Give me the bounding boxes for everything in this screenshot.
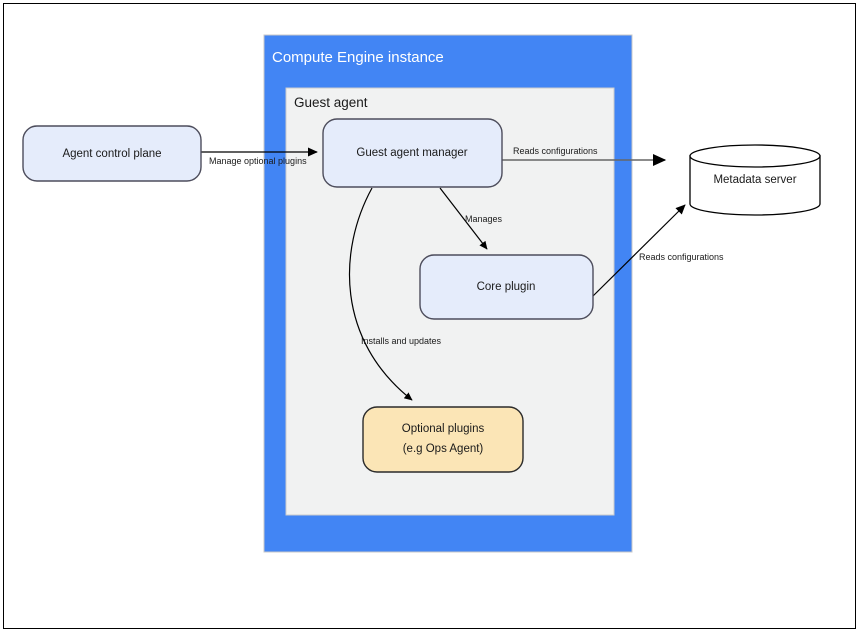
- node-metadata-server[interactable]: Metadata server: [689, 144, 821, 216]
- edge-label-reads-configurations-core: Reads configurations: [639, 252, 724, 262]
- node-guest-agent-manager-label: Guest agent manager: [356, 147, 467, 159]
- node-agent-control-plane-label: Agent control plane: [62, 148, 161, 160]
- node-guest-agent-manager[interactable]: Guest agent manager: [322, 118, 503, 188]
- node-agent-control-plane[interactable]: Agent control plane: [22, 125, 202, 182]
- edge-label-installs-and-updates: Installs and updates: [361, 336, 442, 346]
- node-optional-plugins-label-line1: Optional plugins: [402, 423, 485, 435]
- node-optional-plugins[interactable]: Optional plugins (e.g Ops Agent): [362, 406, 524, 473]
- edge-label-manages: Manages: [465, 214, 503, 224]
- node-core-plugin[interactable]: Core plugin: [419, 254, 594, 320]
- container-guest-agent-title: Guest agent: [294, 95, 368, 110]
- edge-label-manage-optional-plugins: Manage optional plugins: [209, 156, 307, 166]
- edge-manages: [439, 187, 488, 250]
- node-core-plugin-label: Core plugin: [477, 281, 536, 293]
- edge-installs-and-updates: [348, 187, 413, 401]
- edge-reads-configurations-core: [591, 204, 686, 298]
- page-border: [3, 3, 856, 629]
- node-metadata-server-label: Metadata server: [713, 174, 796, 186]
- container-compute-engine-title: Compute Engine instance: [272, 49, 444, 66]
- node-optional-plugins-label-line2: (e.g Ops Agent): [403, 443, 484, 455]
- edge-label-reads-configurations-manager: Reads configurations: [513, 146, 598, 156]
